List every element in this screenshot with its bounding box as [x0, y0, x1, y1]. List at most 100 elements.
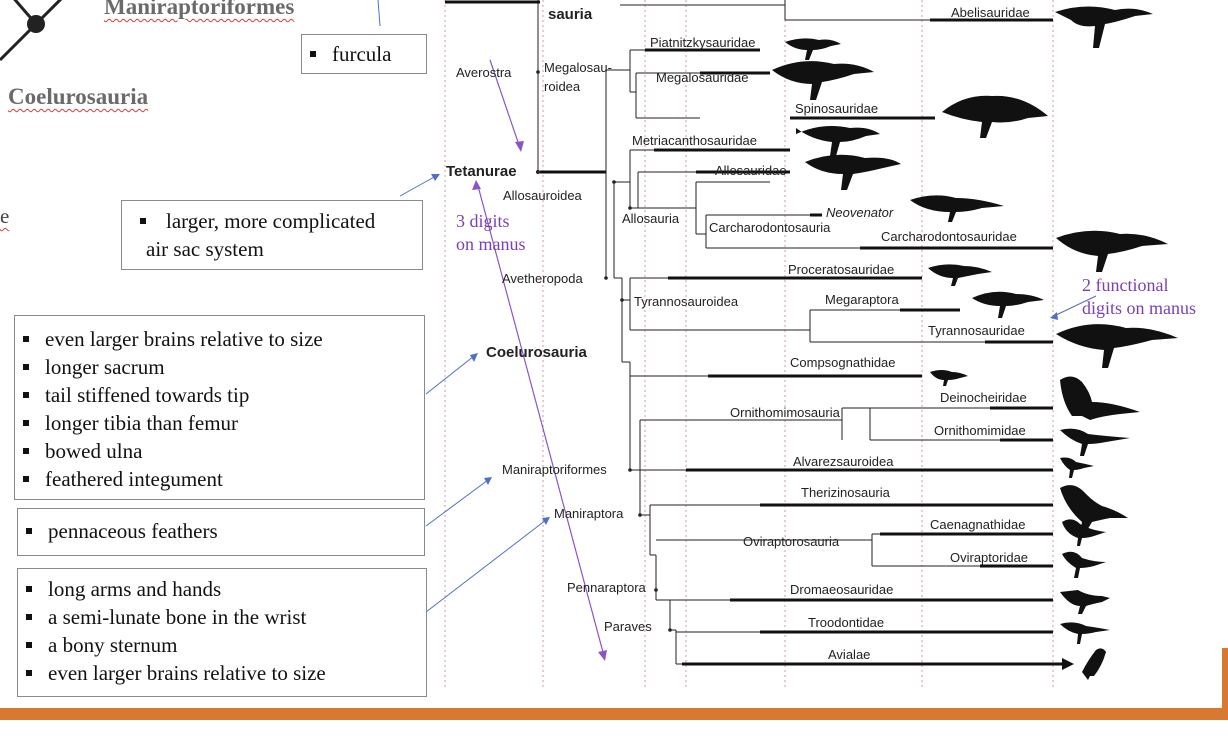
metriacanthosauridae-silhouette-icon: [796, 126, 880, 156]
trait-item: tail stiffened towards tip: [15, 381, 424, 409]
taxon-dromaeosauridae: Dromaeosauridae: [790, 582, 893, 597]
label-paraves: Paraves: [604, 619, 652, 634]
carcharodontosauridae-silhouette-icon: [1056, 230, 1168, 272]
label-coelurosauria: Coelurosauria: [486, 344, 588, 361]
megaraptora-silhouette-icon: [972, 291, 1044, 318]
blue-arrowheads: [431, 174, 1058, 525]
oviraptoridae-silhouette-icon: [1062, 551, 1106, 578]
troodontidae-silhouette-icon: [1060, 622, 1110, 644]
avialae-arrowhead-icon: [1062, 658, 1074, 670]
purple-arrows: [477, 59, 605, 657]
therizinosauria-silhouette-icon: [1060, 485, 1128, 532]
box-maniraptora-traits: long arms and hands a semi-lunate bone i…: [17, 568, 427, 697]
caenagnathidae-silhouette-icon: [1062, 519, 1106, 546]
label-megalosauroidea-2: roidea: [544, 79, 581, 94]
label-maniraptoriformes: Maniraptoriformes: [502, 462, 607, 477]
tree-branches: [537, 0, 1000, 665]
megalosauridae-silhouette-icon: [772, 61, 874, 100]
taxon-therizinosauria: Therizinosauria: [801, 485, 891, 500]
heading-coelurosauria: Coelurosauria: [8, 84, 149, 109]
taxon-caenagnathidae: Caenagnathidae: [930, 517, 1025, 532]
proceratosauridae-silhouette-icon: [928, 264, 992, 286]
trait-item: bowed ulna: [15, 437, 424, 465]
purple-arrowheads: [472, 141, 607, 661]
label-allosauria: Allosauria: [622, 211, 680, 226]
label-sauria: sauria: [548, 6, 593, 23]
spinosauridae-silhouette-icon: [942, 95, 1048, 138]
label-maniraptora: Maniraptora: [554, 506, 624, 521]
label-tetanurae: Tetanurae: [446, 163, 517, 180]
trait-item: a semi-lunate bone in the wrist: [18, 603, 426, 631]
heading-maniraptoriformes: Maniraptoriformes: [104, 0, 295, 19]
trait-item: longer tibia than femur: [15, 409, 424, 437]
time-gridlines: [444, 0, 1054, 690]
taxon-megaraptora: Megaraptora: [825, 292, 899, 307]
piatnitzkysauridae-silhouette-icon: [785, 38, 841, 60]
label-pennaraptora: Pennaraptora: [567, 580, 647, 595]
taxon-proceratosauridae: Proceratosauridae: [788, 262, 894, 277]
bullet-icon: [140, 218, 146, 224]
taxon-avialae: Avialae: [828, 647, 870, 662]
bottom-accent-bar: [0, 708, 1228, 720]
range-bars: [445, 0, 1062, 666]
trait-item: feathered integument: [15, 465, 424, 493]
box-tetanurae-traits: larger, more complicated air sac system: [121, 200, 423, 270]
label-megalosauroidea-1: Megalosau-: [544, 60, 612, 75]
trait-item: a bony sternum: [18, 631, 426, 659]
box-maniraptoriformes-traits: pennaceous feathers: [17, 508, 425, 556]
taxon-compsognathidae: Compsognathidae: [790, 355, 896, 370]
taxon-neovenator: Neovenator: [826, 205, 894, 220]
ornithomimidae-silhouette-icon: [1060, 428, 1130, 456]
label-oviraptorosauria: Oviraptorosauria: [743, 534, 840, 549]
label-allosauroidea: Allosauroidea: [503, 188, 583, 203]
dromaeosauridae-silhouette-icon: [1060, 590, 1110, 614]
tyrannosauridae-silhouette-icon: [1056, 324, 1178, 368]
trait-item: even larger brains relative to size: [18, 659, 426, 687]
label-averostra: Averostra: [456, 65, 512, 80]
tree-labels: sauria Averostra Megalosau- roidea Tetan…: [446, 5, 1030, 662]
clade-node-icon: [0, 0, 63, 62]
trait-item: longer sacrum: [15, 353, 424, 381]
compsognathidae-silhouette-icon: [930, 370, 968, 386]
trait-item-continued: air sac system: [146, 237, 264, 261]
box-coelurosauria-traits: even larger brains relative to size long…: [14, 315, 425, 500]
taxon-carcharodontosauridae: Carcharodontosauridae: [881, 229, 1017, 244]
right-accent-bar: [1222, 648, 1228, 720]
trait-item: pennaceous feathers: [18, 517, 424, 545]
box-furcula: furcula: [301, 34, 427, 74]
label-carcharodontosauria: Carcharodontosauria: [709, 220, 831, 235]
trait-item: furcula: [302, 40, 426, 68]
node-dots: [536, 70, 672, 632]
deinocheiridae-silhouette-icon: [1060, 376, 1140, 420]
label-ornithomimosauria: Ornithomimosauria: [730, 405, 841, 420]
label-tyrannosauroidea: Tyrannosauroidea: [634, 294, 739, 309]
stray-letter: e: [0, 204, 10, 228]
alvarezsauroidea-silhouette-icon: [1060, 457, 1094, 478]
neovenator-silhouette-icon: [910, 195, 1004, 222]
trait-item: long arms and hands: [18, 575, 426, 603]
dinosaur-silhouettes: [772, 6, 1178, 680]
allosauridae-silhouette-icon: [805, 154, 901, 190]
taxon-megalosauridae: Megalosauridae: [656, 70, 749, 85]
blue-pointer-arrows: [377, 0, 1097, 613]
taxon-piatnitzkysauridae: Piatnitzkysauridae: [650, 35, 756, 50]
annotation-three-digits: 3 digits on manus: [456, 211, 526, 254]
label-avetheropoda: Avetheropoda: [502, 271, 583, 286]
taxon-allosauridae: Allosauridae: [715, 163, 787, 178]
taxon-alvarezsauroidea: Alvarezsauroidea: [793, 454, 894, 469]
annotation-two-digits: 2 functional digits on manus: [1082, 275, 1197, 318]
abelisauridae-silhouette-icon: [1055, 6, 1153, 49]
taxon-oviraptoridae: Oviraptoridae: [950, 550, 1028, 565]
taxon-abelisauridae: Abelisauridae: [951, 5, 1030, 20]
taxon-tyrannosauridae: Tyrannosauridae: [928, 323, 1025, 338]
taxon-deinocheiridae: Deinocheiridae: [940, 390, 1027, 405]
taxon-spinosauridae: Spinosauridae: [795, 101, 878, 116]
taxon-metriacanthosauridae: Metriacanthosauridae: [632, 133, 757, 148]
taxon-troodontidae: Troodontidae: [808, 615, 884, 630]
avialae-silhouette-icon: [1082, 648, 1106, 680]
trait-item: larger, more complicated: [122, 207, 422, 235]
taxon-ornithomimidae: Ornithomimidae: [934, 423, 1026, 438]
trait-item: even larger brains relative to size: [15, 325, 424, 353]
